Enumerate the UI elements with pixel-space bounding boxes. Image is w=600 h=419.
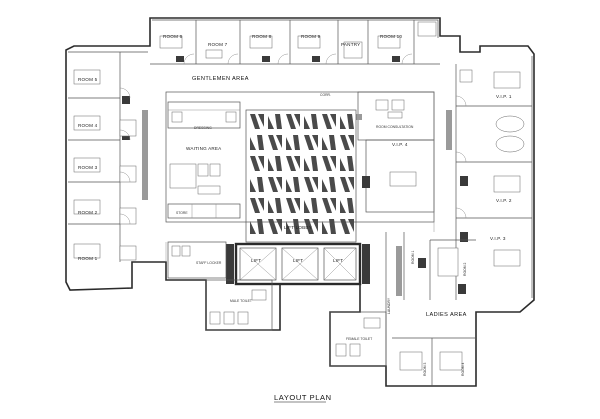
lobby-floor-tile <box>304 156 318 171</box>
lobby-floor-tile <box>268 135 282 150</box>
lobby-floor-tile <box>268 219 282 234</box>
lobby-floor-tile <box>304 198 318 213</box>
lobby-floor-tile <box>250 177 264 192</box>
vip-label-1: V.I.P. 1 <box>496 94 512 99</box>
pantry-label: PANTRY <box>341 42 360 47</box>
ladies-room-label-3: ROOM 3 <box>423 363 427 376</box>
lobby-floor-tile <box>250 156 264 171</box>
ladies-area-label: LADIES AREA <box>426 312 467 318</box>
store-label: STORE <box>176 211 188 215</box>
corridor-label: CORR. <box>320 93 331 97</box>
lift-bank <box>226 242 370 286</box>
lobby-floor-tile <box>268 177 282 192</box>
lobby-floor-tile <box>250 219 264 234</box>
lobby-floor-tile <box>250 114 264 129</box>
lift-label-2: LIFT <box>293 258 303 263</box>
lobby-floor-tile <box>286 156 300 171</box>
lobby-floor-tile <box>250 135 264 150</box>
room-label-1: ROOM 1 <box>78 256 98 261</box>
lobby-floor-tile <box>340 219 354 234</box>
lobby-floor-tile <box>268 114 282 129</box>
lift-lobby-label: LIFT LOBBY <box>284 225 312 230</box>
plan-title: LAYOUT PLAN <box>274 393 332 402</box>
ladies-wing <box>385 232 476 386</box>
lobby-floor-tile <box>340 177 354 192</box>
room-label-4: ROOM 4 <box>78 123 98 128</box>
male-toilet-label: MALE TOILET <box>230 299 252 303</box>
lobby-floor-tile <box>322 114 336 129</box>
room-label-8: ROOM 8 <box>252 34 272 39</box>
room-label-9: ROOM 9 <box>301 34 321 39</box>
lobby-floor-tile <box>286 198 300 213</box>
room-label-2: ROOM 2 <box>78 210 98 215</box>
vip-label-3: V.I.P. 3 <box>490 236 506 241</box>
gentlemen-area-label: GENTLEMEN AREA <box>192 76 249 82</box>
misc-details <box>142 92 452 262</box>
lift-label-3: LIFT <box>333 258 343 263</box>
lobby-floor-tile <box>322 219 336 234</box>
lobby-floor-tile <box>286 114 300 129</box>
vip-label-2: V.I.P. 2 <box>496 198 512 203</box>
vip-wing <box>455 64 532 300</box>
staff-locker-label: STAFF LOCKER <box>196 261 222 265</box>
top-rooms <box>150 20 440 65</box>
lobby-floor-tile <box>268 198 282 213</box>
laundry-label: LAUNDRY <box>387 297 391 314</box>
female-toilet-room <box>329 311 387 367</box>
ladies-room-label-4: ROOM 4 <box>461 363 465 376</box>
vip-label-4: V.I.P. 4 <box>392 142 408 147</box>
lobby-floor-tile <box>340 135 354 150</box>
lobby-floor-tile <box>304 114 318 129</box>
lobby-floor-tile <box>322 177 336 192</box>
consultation-label: ROOM CONSULTATION <box>376 125 414 129</box>
ladies-room-label-2: ROOM 2 <box>463 263 467 276</box>
room-label-7: ROOM 7 <box>208 42 228 47</box>
lobby-floor-tile <box>268 156 282 171</box>
room-label-6: ROOM 6 <box>163 34 183 39</box>
waiting-area-label: WAITING AREA <box>186 146 222 151</box>
lobby-floor-tile <box>250 198 264 213</box>
left-rooms <box>68 52 137 262</box>
room-label-3: ROOM 3 <box>78 165 98 170</box>
lobby-floor-tile <box>340 114 354 129</box>
room-label-10: ROOM 10 <box>380 34 402 39</box>
lift-lobby-floor <box>245 109 357 243</box>
staff-wing <box>167 241 273 331</box>
lobby-floor-tile <box>340 156 354 171</box>
lobby-floor-tile <box>322 135 336 150</box>
lobby-floor-tile <box>286 135 300 150</box>
lobby-floor-tile <box>304 219 318 234</box>
lobby-floor-tile <box>286 219 300 234</box>
lobby-floor-tile <box>304 177 318 192</box>
room-label-5: ROOM 5 <box>78 77 98 82</box>
female-toilet-label: FEMALE TOILET <box>346 337 372 341</box>
ladies-room-label-1: ROOM 1 <box>411 251 415 264</box>
lobby-floor-tile <box>286 177 300 192</box>
dressing-label: DRESSING <box>194 126 212 130</box>
lobby-floor-tile <box>322 156 336 171</box>
lobby-floor-tile <box>304 135 318 150</box>
lobby-floor-tile <box>340 198 354 213</box>
lift-label-1: LIFT <box>251 258 261 263</box>
lobby-floor-tile <box>322 198 336 213</box>
